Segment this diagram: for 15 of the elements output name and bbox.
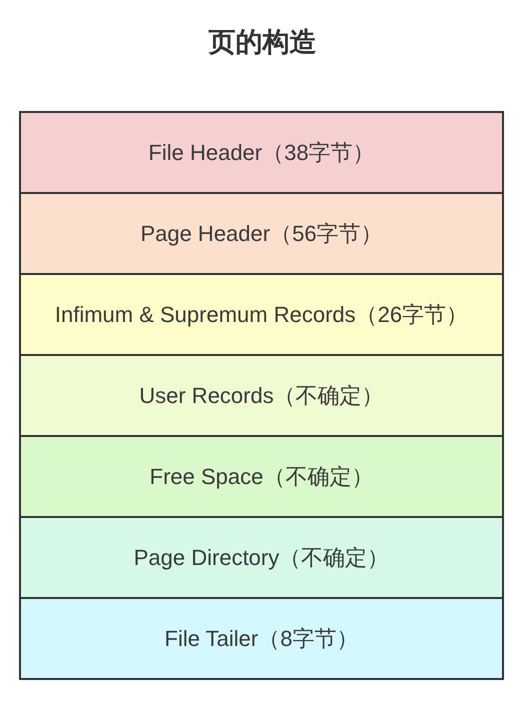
band-label: File Tailer（8字节） — [164, 624, 360, 652]
band-label: Page Header（56字节） — [139, 220, 384, 248]
title: 页的构造 — [208, 26, 316, 59]
band-label: Infimum & Supremum Records（26字节） — [54, 300, 470, 329]
layer-band — [19, 516, 504, 599]
layer-band — [19, 192, 504, 275]
band-label: Free Space（不确定） — [148, 462, 374, 491]
band-label: File Header（38字节） — [147, 138, 376, 166]
layer-band — [19, 354, 504, 437]
layer-band — [19, 273, 504, 356]
band-label: User Records（不确定） — [138, 382, 385, 410]
layer-band — [19, 435, 504, 518]
band-label: Page Directory（不确定） — [132, 544, 390, 572]
layer-band — [19, 111, 504, 194]
layer-band — [19, 597, 504, 680]
